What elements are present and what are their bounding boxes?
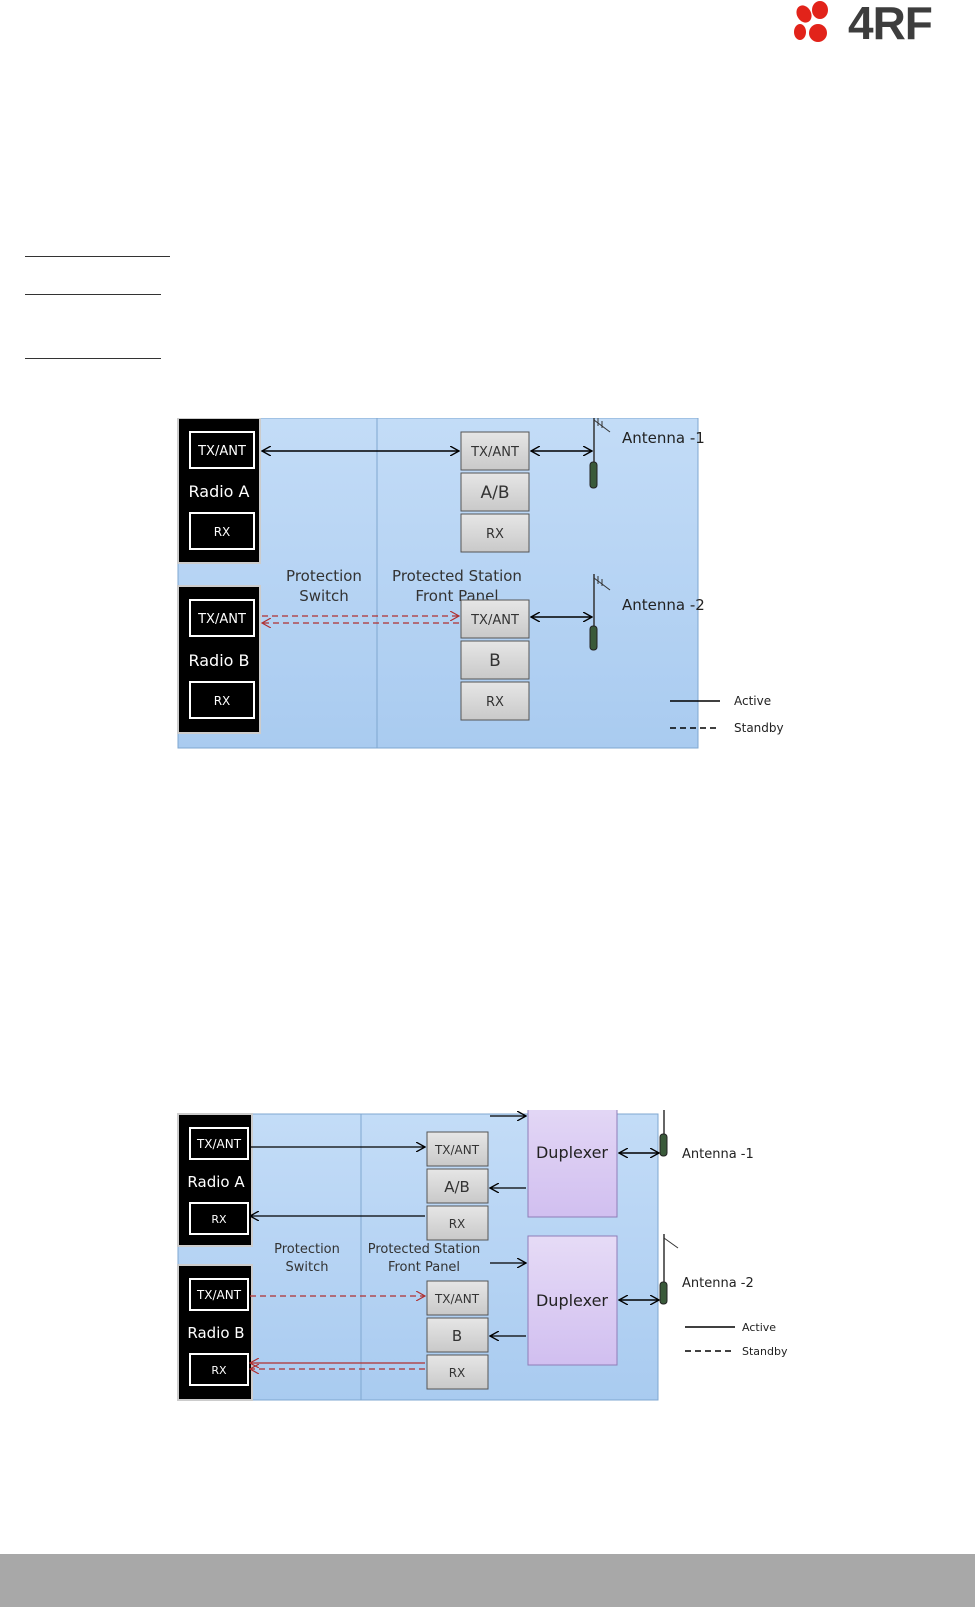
radio-b-name: Radio B xyxy=(187,1324,244,1342)
radio-a-name: Radio A xyxy=(189,482,250,501)
radio-a-tx-label: TX/ANT xyxy=(196,1137,242,1151)
panel-label-line2: Front Panel xyxy=(388,1260,460,1275)
antenna-icon xyxy=(659,1234,679,1305)
antenna-1-label: Antenna -1 xyxy=(622,429,705,447)
protection-switch-panel xyxy=(177,418,699,749)
port-top-mid: A/B xyxy=(480,483,509,503)
port-bottom-tx: TX/ANT xyxy=(470,613,519,628)
port-bottom-mid: B xyxy=(489,651,501,671)
port-top-tx: TX/ANT xyxy=(470,445,519,460)
port-stack-bottom: TX/ANT B RX xyxy=(460,599,530,721)
antenna-2-label: Antenna -2 xyxy=(622,596,705,614)
logo-text: 4RF xyxy=(848,0,933,49)
port-top-rx: RX xyxy=(486,527,504,542)
radio-b-rx-label: RX xyxy=(214,694,231,708)
legend-standby-label: Standby xyxy=(734,721,784,735)
port-bottom-mid: B xyxy=(452,1327,462,1345)
radio-b-tx-label: TX/ANT xyxy=(196,1288,242,1302)
legend-active-label: Active xyxy=(742,1321,776,1334)
radio-a-rx-label: RX xyxy=(214,525,231,539)
antenna-2-label: Antenna -2 xyxy=(682,1276,754,1291)
port-stack-top: TX/ANT A/B RX xyxy=(426,1131,489,1241)
port-top-tx: TX/ANT xyxy=(434,1143,480,1157)
radio-a-name: Radio A xyxy=(187,1173,245,1191)
underline-rule xyxy=(25,256,170,257)
logo-petals-icon xyxy=(794,1,828,42)
company-logo: 4RF xyxy=(790,0,975,50)
panel-label-line1: Protected Station xyxy=(392,567,522,585)
switch-label-line1: Protection xyxy=(286,567,362,585)
legend-active-label: Active xyxy=(734,694,771,708)
legend-standby-label: Standby xyxy=(742,1345,788,1358)
radio-b-name: Radio B xyxy=(188,651,249,670)
radio-a: TX/ANT Radio A RX xyxy=(177,1113,253,1247)
switch-label-line2: Switch xyxy=(299,587,349,605)
radio-a-rx-label: RX xyxy=(211,1213,227,1226)
port-bottom-rx: RX xyxy=(449,1366,466,1380)
port-stack-top: TX/ANT A/B RX xyxy=(460,431,530,553)
underline-rule xyxy=(25,294,161,295)
port-top-rx: RX xyxy=(449,1217,466,1231)
duplexer-2-label: Duplexer xyxy=(536,1291,608,1310)
radio-b: TX/ANT Radio B RX xyxy=(177,1264,253,1401)
page-footer-bar xyxy=(0,1554,975,1607)
underline-rule xyxy=(25,358,161,359)
radio-b: TX/ANT Radio B RX xyxy=(177,585,261,734)
radio-b-tx-label: TX/ANT xyxy=(197,612,246,627)
port-top-mid: A/B xyxy=(444,1178,470,1196)
antenna-icon xyxy=(659,1110,668,1157)
protection-diagram-single-antenna: TX/ANT Radio A RX TX/ANT Radio B RX Prot… xyxy=(177,418,784,749)
radio-a: TX/ANT Radio A RX xyxy=(177,418,261,564)
radio-b-rx-label: RX xyxy=(211,1364,227,1377)
antenna-icon xyxy=(589,418,611,489)
duplexer-1 xyxy=(527,1110,618,1218)
antenna-icon xyxy=(589,574,611,651)
switch-label-line2: Switch xyxy=(286,1260,329,1275)
radio-a-tx-label: TX/ANT xyxy=(197,444,246,459)
duplexer-1-label: Duplexer xyxy=(536,1143,608,1162)
duplexer-2 xyxy=(527,1235,618,1366)
switch-label-line1: Protection xyxy=(274,1242,340,1257)
antenna-1-label: Antenna -1 xyxy=(682,1147,754,1162)
port-bottom-rx: RX xyxy=(486,695,504,710)
panel-label-line1: Protected Station xyxy=(368,1242,481,1257)
port-bottom-tx: TX/ANT xyxy=(434,1292,480,1306)
protection-diagram-duplexer: TX/ANT Radio A RX TX/ANT Radio B RX Prot… xyxy=(177,1110,788,1401)
port-stack-bottom: TX/ANT B RX xyxy=(426,1280,489,1390)
